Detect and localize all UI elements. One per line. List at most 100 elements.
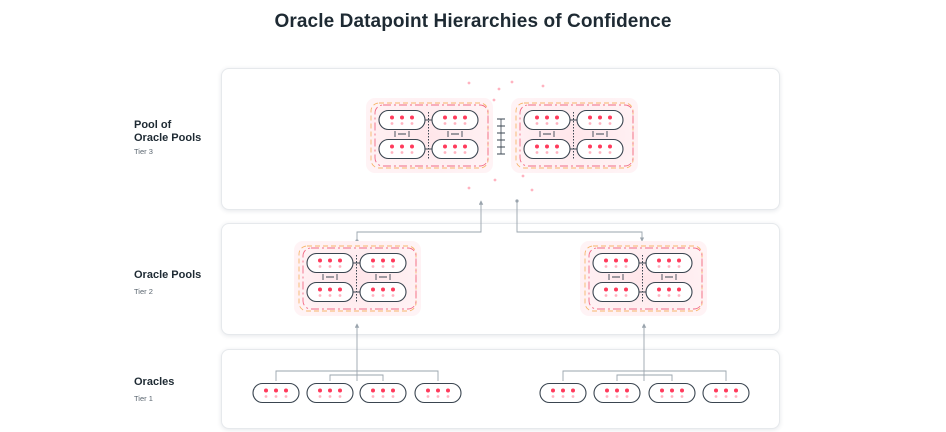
oracle-dot [625, 388, 629, 393]
pool-background [294, 241, 421, 316]
pool-row-link [608, 274, 624, 280]
oracle-dot-faded [463, 122, 467, 125]
oracle-dot [545, 115, 549, 120]
oracle-dot-faded [615, 395, 619, 398]
oracle-pill-outline [523, 109, 571, 131]
oracle-dot-faded [328, 294, 332, 297]
tier1-oracle [539, 382, 587, 404]
tier-2-sub: Tier 2 [134, 287, 153, 296]
oracle-dot [338, 287, 342, 292]
oracle-dot [724, 388, 728, 393]
oracle-pill-outline [592, 252, 640, 274]
oracle-pill-outline [359, 382, 407, 404]
oracle-dot [410, 144, 414, 149]
oracle-dot-faded [390, 122, 394, 125]
oracle-dot-faded [338, 265, 342, 268]
oracle-dot-faded [588, 151, 592, 154]
oracle-dot-faded [614, 265, 618, 268]
oracle-dot-faded [318, 395, 322, 398]
accent-dot [510, 80, 514, 84]
tier1-oracle [702, 382, 750, 404]
oracle-dot [390, 115, 394, 120]
oracle-dot [381, 287, 385, 292]
oracle-dot-faded [714, 395, 718, 398]
oracle-pill [359, 252, 407, 274]
oracle-pill-outline [306, 382, 354, 404]
oracle-pill-outline [306, 281, 354, 303]
tier-3-sub: Tier 3 [134, 147, 153, 156]
oracle-pill [431, 109, 479, 131]
oracle-dot [551, 388, 555, 393]
oracle-dot [391, 287, 395, 292]
oracle-dot [660, 388, 664, 393]
oracle-dot [624, 287, 628, 292]
tier-1-sub: Tier 1 [134, 394, 153, 403]
pool-frame-pink [302, 247, 417, 310]
oracle-dot-faded [667, 294, 671, 297]
oracle-dot-faded [426, 395, 430, 398]
pool-frame-pink [519, 104, 634, 167]
oracle-dot-faded [410, 122, 414, 125]
oracle-dot [608, 144, 612, 149]
oracle-dot-faded [453, 151, 457, 154]
connector-left-oracles-inner [329, 374, 384, 381]
oracle-dot [338, 388, 342, 393]
connector-node [515, 199, 519, 203]
oracle-dot [400, 115, 404, 120]
tier1-oracle [648, 382, 696, 404]
oracle-dot-faded [453, 122, 457, 125]
oracle-dot [667, 287, 671, 292]
oracle-dot-faded [338, 294, 342, 297]
tier-3-panel [221, 68, 780, 210]
oracle-dot [555, 115, 559, 120]
oracle-dot [446, 388, 450, 393]
oracle-dot [657, 287, 661, 292]
oracle-dot [588, 144, 592, 149]
pool-row-link [447, 131, 463, 137]
oracle-dot-faded [535, 151, 539, 154]
pool-row-link [394, 131, 410, 137]
oracle-dot [443, 144, 447, 149]
oracle-dot-faded [551, 395, 555, 398]
oracle-pill-outline [593, 382, 641, 404]
oracle-dot [588, 115, 592, 120]
oracle-dot [677, 258, 681, 263]
oracle-dot-faded [318, 265, 322, 268]
pool-row-link [375, 274, 391, 280]
oracle-dot [284, 388, 288, 393]
pool-background [511, 98, 638, 173]
oracle-pill-outline [359, 281, 407, 303]
oracle-dot-faded [561, 395, 565, 398]
oracle-dot-faded [381, 395, 385, 398]
oracle-dot [598, 115, 602, 120]
oracle-pill [306, 252, 354, 274]
oracle-dot [624, 258, 628, 263]
oracle-dot-faded [625, 395, 629, 398]
oracle-dot [608, 115, 612, 120]
oracle-pill [592, 281, 640, 303]
accent-dot [493, 178, 497, 182]
oracle-dot-faded [734, 395, 738, 398]
oracle-pill [523, 138, 571, 160]
oracle-dot [318, 258, 322, 263]
oracle-dot-faded [400, 122, 404, 125]
oracle-pill-outline [576, 138, 624, 160]
pool-frame-pink [588, 247, 703, 310]
oracle-dot [571, 388, 575, 393]
oracle-dot-faded [436, 395, 440, 398]
oracle-pill-outline [359, 252, 407, 274]
oracle-dot [555, 144, 559, 149]
oracle-dot-faded [608, 122, 612, 125]
tier-3-name: Pool of Oracle Pools [134, 119, 202, 144]
oracle-dot [371, 258, 375, 263]
oracle-dot-faded [545, 122, 549, 125]
oracle-dot-faded [657, 265, 661, 268]
oracle-dot-faded [667, 265, 671, 268]
connector-tier3-to-right-pool [516, 201, 645, 242]
oracle-dot-faded [463, 151, 467, 154]
oracle-dot-faded [657, 294, 661, 297]
connector-left-pool-to-tier3 [356, 200, 484, 241]
oracle-dot-faded [371, 294, 375, 297]
oracle-pill [576, 138, 624, 160]
oracle-dot-faded [318, 294, 322, 297]
